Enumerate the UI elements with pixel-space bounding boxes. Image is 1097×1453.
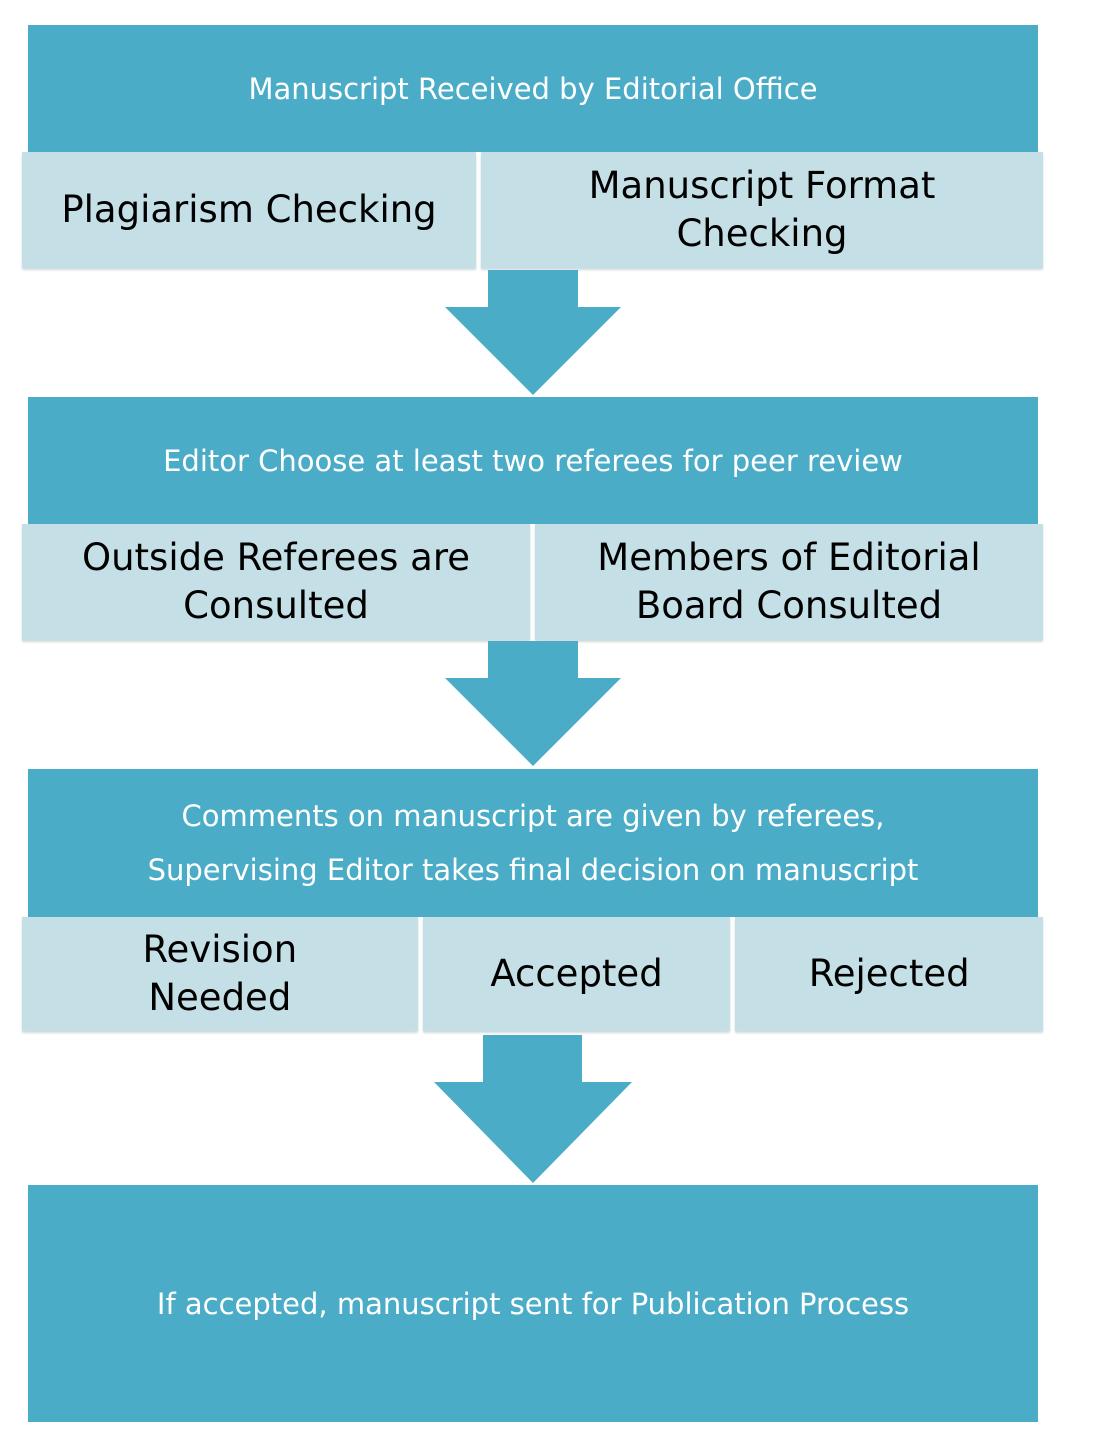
final-step: If accepted, manuscript sent for Publica… — [28, 1185, 1038, 1422]
option-manuscript-format-checking-label: Manuscript Format Checking — [588, 163, 936, 255]
step-3-header: Comments on manuscript are given by refe… — [28, 769, 1038, 917]
step-2-header-text: Editor Choose at least two referees for … — [163, 443, 903, 478]
step-1-header: Manuscript Received by Editorial Office — [28, 25, 1038, 152]
down-arrow-2 — [445, 641, 621, 766]
step-1-header-text: Manuscript Received by Editorial Office — [248, 71, 818, 106]
option-revision-needed-label: Revision Needed — [142, 927, 298, 1019]
option-editorial-board-label: Members of Editorial Board Consulted — [597, 535, 981, 627]
option-editorial-board: Members of Editorial Board Consulted — [535, 524, 1043, 640]
option-revision-needed: Revision Needed — [22, 917, 418, 1031]
option-rejected: Rejected — [735, 917, 1044, 1031]
step-1-options: Plagiarism Checking Manuscript Format Ch… — [22, 152, 1043, 268]
option-outside-referees: Outside Referees are Consulted — [22, 524, 530, 640]
option-manuscript-format-checking: Manuscript Format Checking — [481, 152, 1043, 268]
step-3-header-line-2: Supervising Editor takes final decision … — [147, 853, 919, 887]
step-3-header-line-1: Comments on manuscript are given by refe… — [181, 799, 885, 833]
option-accepted: Accepted — [422, 917, 731, 1031]
down-arrow-3 — [434, 1035, 632, 1183]
final-step-text: If accepted, manuscript sent for Publica… — [156, 1286, 910, 1321]
step-2-options: Outside Referees are Consulted Members o… — [22, 524, 1043, 640]
down-arrow-1 — [445, 270, 621, 395]
option-outside-referees-label: Outside Referees are Consulted — [81, 535, 471, 627]
step-3-options: Revision Needed Accepted Rejected — [22, 917, 1044, 1031]
option-plagiarism-checking: Plagiarism Checking — [22, 152, 476, 268]
step-2-header: Editor Choose at least two referees for … — [28, 397, 1038, 524]
